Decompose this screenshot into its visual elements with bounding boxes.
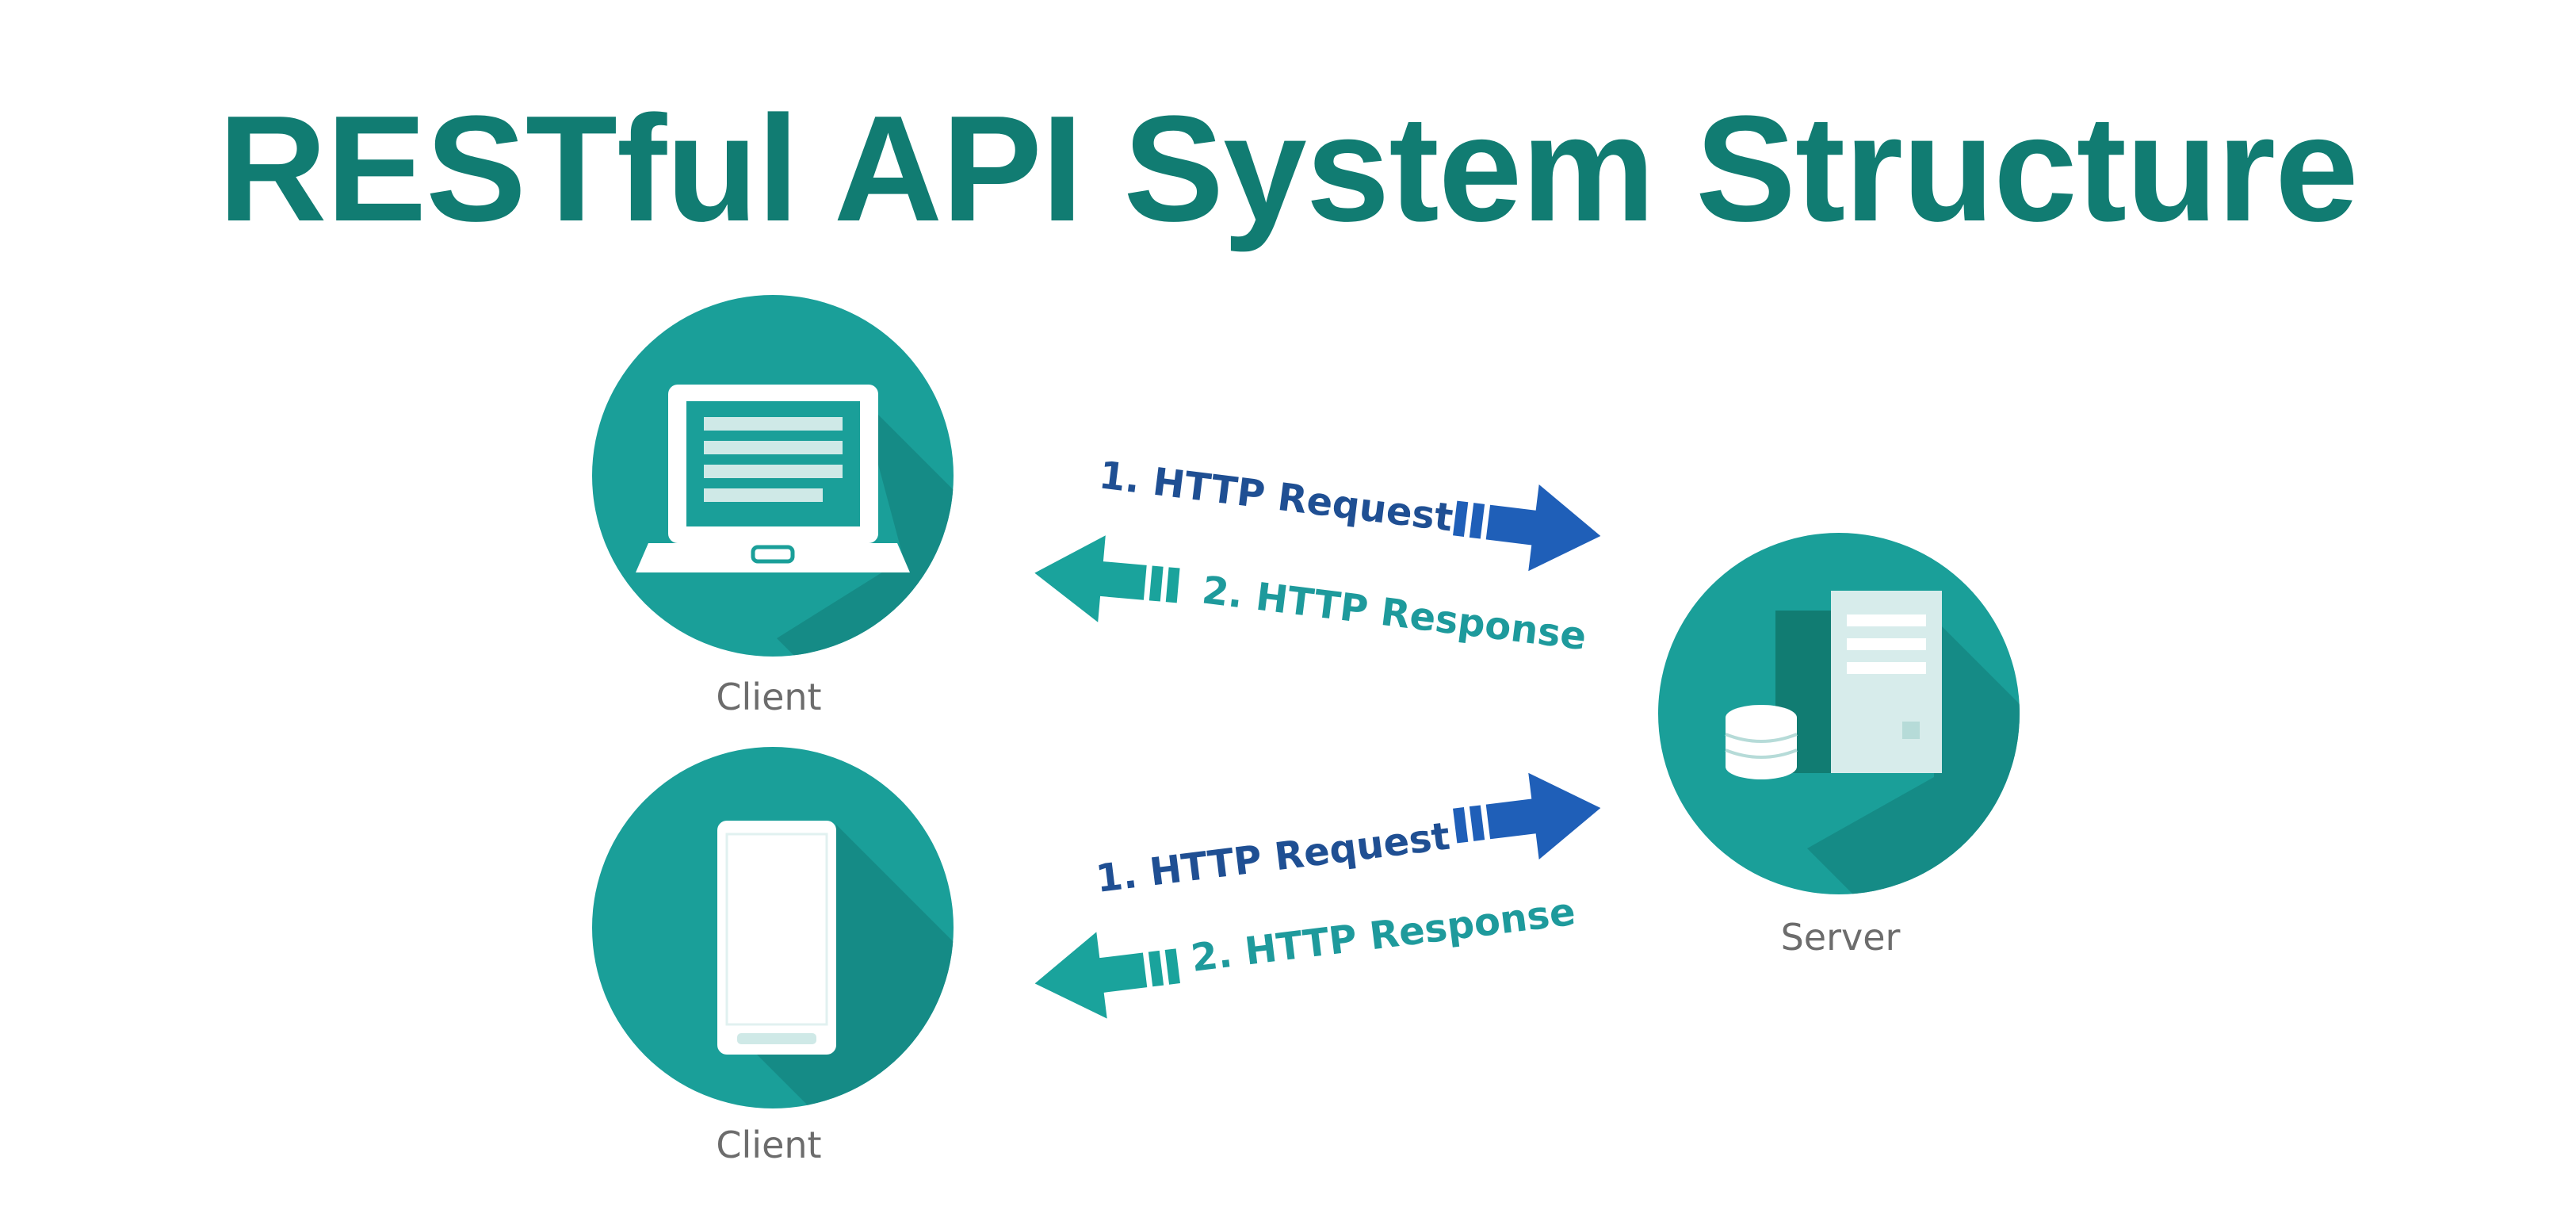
top-request-arrow [1453,484,1601,572]
smartphone-icon [717,821,836,1055]
top-response-label: 2. HTTP Response [1200,568,1589,659]
laptop-icon [636,385,910,572]
server-node [1658,533,2020,894]
bottom-response-label: 2. HTTP Response [1189,890,1578,981]
client-phone-label: Client [716,1124,821,1166]
bottom-request-label: 1. HTTP Request [1094,814,1453,902]
top-request-label: 1. HTTP Request [1097,453,1456,540]
client-laptop-node [592,295,954,657]
client-phone-node [592,747,954,1108]
long-shadow [777,396,954,657]
bottom-request-arrow [1453,772,1601,860]
bottom-response-arrow [1034,932,1180,1019]
server-icon [1725,591,1942,779]
top-response-arrow [1034,535,1180,622]
client-laptop-label: Client [716,676,821,718]
server-label: Server [1781,916,1901,959]
diagram-title: RESTful API System Structure [218,85,2358,253]
